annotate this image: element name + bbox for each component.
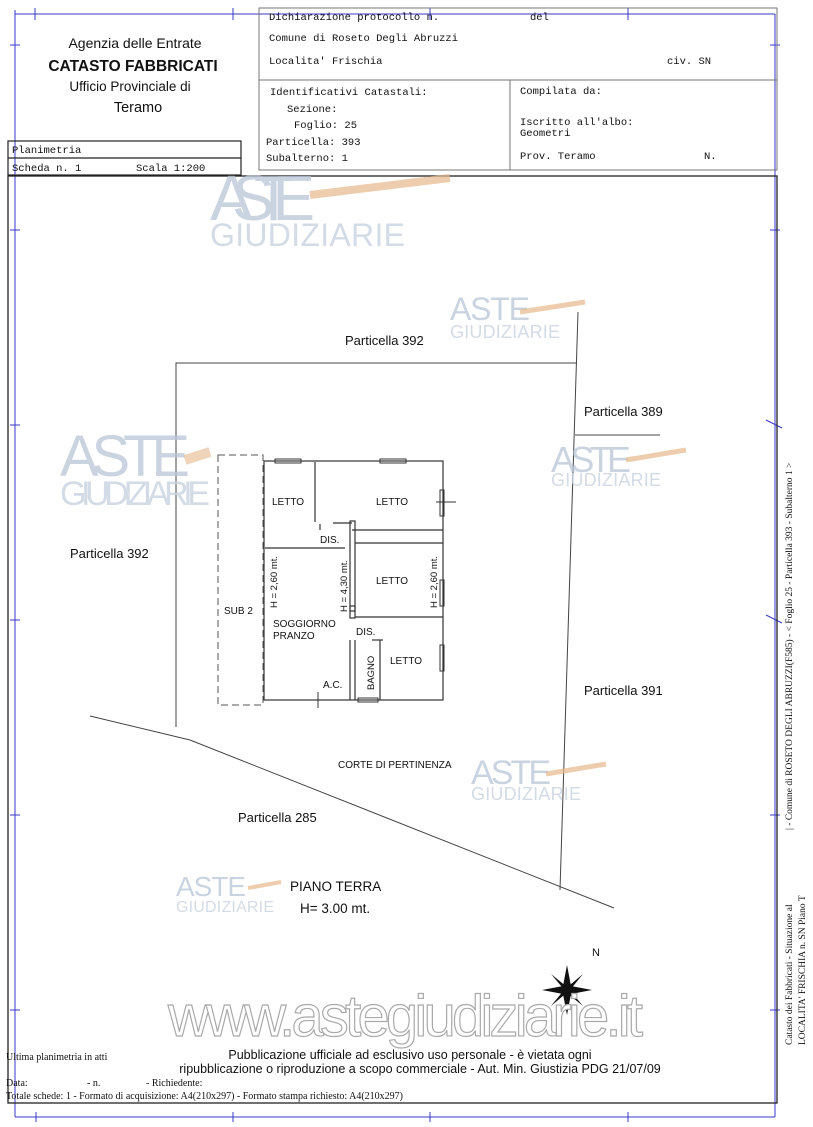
parcel-label-right-top: Particella 389	[584, 404, 663, 419]
room-ac: A.C.	[323, 680, 342, 691]
watermark-text: ASTE	[471, 754, 551, 792]
room-letto: LETTO	[376, 576, 408, 587]
data-label: Data:	[6, 1078, 28, 1089]
sub2-label: SUB 2	[224, 606, 253, 617]
parcel-label-left: Particella 392	[70, 546, 149, 561]
totale-schede: Totale schede: 1 - Formato di acquisizio…	[6, 1091, 403, 1102]
notice-line-1: Pubblicazione ufficiale ad esclusivo uso…	[228, 1048, 591, 1062]
height-label: H = 2,60 mt.	[269, 556, 280, 608]
side-caption: Catasto dei Fabbricati - Situazione al L…	[784, 463, 808, 1045]
side-line-3: | - Comune di ROSETO DEGLI ABRUZZI(F585)…	[784, 463, 795, 830]
sub2-area	[217, 454, 264, 706]
height-label: H = 4,30 mt.	[339, 560, 350, 612]
office-city: Teramo	[114, 100, 162, 116]
catasto-title: CATASTO FABBRICATI	[48, 58, 217, 75]
north-arrow-icon: N	[542, 947, 600, 1015]
watermark-text: ASTE	[450, 291, 530, 327]
room-disimpegno: DIS.	[320, 535, 339, 546]
compilata-label: Compilata da:	[520, 86, 602, 98]
numero-label: - n.	[87, 1078, 100, 1089]
watermark-url: www.astegiudiziarie.it	[167, 984, 643, 1049]
watermark-text: GIUDIZIARIE	[176, 899, 274, 916]
gavel-icon	[183, 447, 212, 465]
watermark-text: ASTE	[551, 439, 631, 480]
comune: Comune di Roseto Degli Abruzzi	[269, 33, 458, 45]
room-soggiorno: SOGGIORNO	[273, 619, 336, 630]
office-label: Ufficio Provinciale di	[69, 79, 190, 94]
iscritto-label: Iscritto all'albo:	[520, 117, 633, 129]
watermark-text: ASTE	[210, 162, 315, 234]
north-label: N	[592, 947, 600, 959]
sheet-number: Scheda n. 1	[12, 163, 81, 175]
sezione: Sezione:	[287, 104, 337, 116]
side-line-2: LOCALITA' FRISCHIA n. SN Piano T	[798, 895, 808, 1045]
watermark-text: GIUDIZIARIE	[551, 470, 661, 490]
gavel-icon	[519, 299, 586, 315]
room-disimpegno: DIS.	[356, 627, 375, 638]
watermark-text: GIUDIZIARIE	[450, 322, 560, 342]
floor-label: PIANO TERRA	[290, 879, 381, 894]
richiedente-label: - Richiedente:	[146, 1078, 202, 1089]
watermark-text: GIUDIZIARIE	[471, 784, 581, 804]
localita: Localita' Frischia	[269, 56, 382, 68]
room-letto: LETTO	[272, 497, 304, 508]
floor-plan: LETTO LETTO LETTO LETTO DIS. DIS. SOGGIO…	[217, 454, 456, 708]
province: Prov. Teramo	[520, 151, 596, 163]
particella: Particella: 393	[266, 137, 361, 149]
drawing-frame	[7, 175, 778, 1104]
watermark-text: ASTE	[176, 871, 246, 902]
corte-label: CORTE DI PERTINENZA	[338, 760, 452, 771]
height-label: H = 2,60 mt.	[429, 556, 440, 608]
parcel-label-top: Particella 392	[345, 333, 424, 348]
watermark-text: GIUDIZIARIE	[210, 217, 405, 253]
foglio: Foglio: 25	[294, 120, 357, 132]
room-bagno: BAGNO	[366, 656, 377, 690]
watermark-text: GIUDIZIARIE	[60, 475, 210, 513]
gavel-icon	[247, 880, 282, 890]
sheet-info-box: Planimetria Scheda n. 1 Scala 1:200	[7, 140, 242, 176]
gavel-icon	[545, 761, 607, 777]
room-letto: LETTO	[390, 656, 422, 667]
protocol-del: del	[530, 12, 549, 24]
watermark-aste: ASTE GIUDIZIARIE ASTE GIUDIZIARIE ASTE G…	[60, 162, 687, 1050]
ultima-planimetria: Ultima planimetria in atti	[6, 1052, 108, 1063]
declaration-box: Dichiarazione protocollo n. del Comune d…	[258, 7, 778, 171]
blue-frame	[10, 8, 783, 1122]
gavel-icon	[309, 174, 451, 199]
protocol-label: Dichiarazione protocollo n.	[269, 12, 439, 24]
room-letto: LETTO	[376, 497, 408, 508]
watermark-text: ASTE	[60, 424, 190, 489]
room-pranzo: PRANZO	[273, 631, 315, 642]
subalterno: Subalterno: 1	[266, 153, 348, 165]
parcel-labels: Particella 392 Particella 392 Particella…	[70, 333, 663, 916]
gavel-icon	[625, 447, 687, 463]
parcel-label-bottom: Particella 285	[238, 810, 317, 825]
floor-height: H= 3.00 mt.	[300, 901, 370, 916]
notice-line-2: ripubblicazione o riproduzione a scopo c…	[179, 1062, 661, 1076]
civico: civ. SN	[667, 56, 711, 68]
agency-header: Agenzia delle Entrate CATASTO FABBRICATI…	[48, 35, 217, 116]
agency-name: Agenzia delle Entrate	[68, 35, 201, 51]
parcel-label-right-bottom: Particella 391	[584, 683, 663, 698]
side-line-1: Catasto dei Fabbricati - Situazione al	[785, 904, 795, 1045]
sheet-type: Planimetria	[12, 145, 81, 157]
numero-label: N.	[704, 151, 717, 163]
identificativi-label: Identificativi Catastali:	[270, 87, 428, 99]
footer: Ultima planimetria in atti Pubblicazione…	[6, 1048, 661, 1102]
site-boundaries	[89, 311, 660, 909]
iscritto-value: Geometri	[520, 128, 570, 140]
sheet-scale: Scala 1:200	[136, 163, 205, 175]
